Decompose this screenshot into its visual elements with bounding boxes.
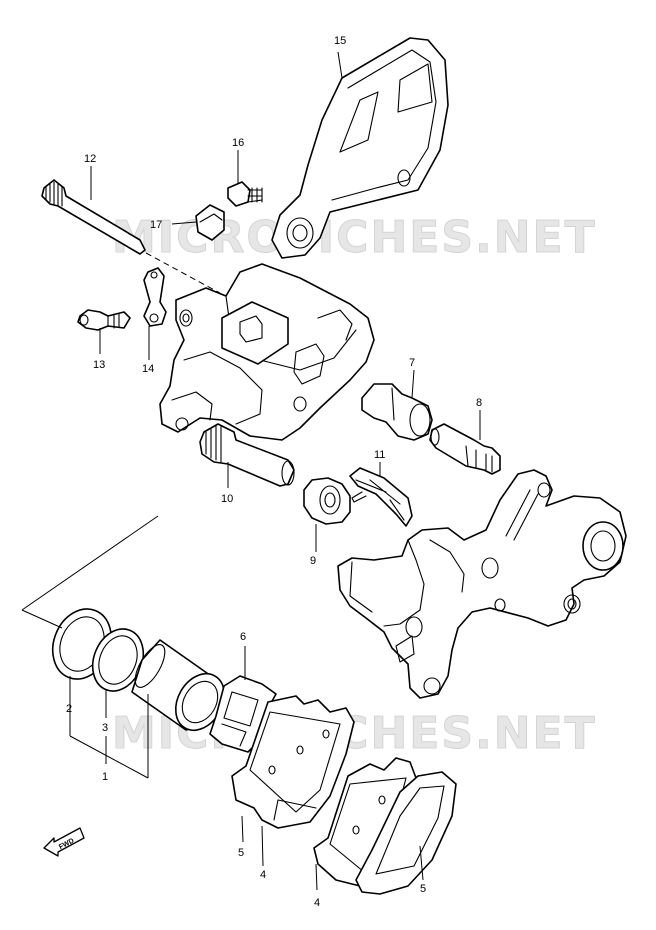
callout-14: 14 [142,363,154,375]
caliper-piston [131,639,226,732]
pad-spring-clip [143,267,167,327]
caliper-body [159,263,375,441]
callout-12: 12 [84,153,96,165]
caliper-bracket [337,469,627,699]
pad-retainer-spring [349,467,413,527]
callout-11: 11 [374,449,385,461]
callout-3: 3 [102,722,108,734]
callout-6: 6 [240,631,246,643]
callout-7: 7 [409,357,415,369]
callout-5-left: 5 [238,847,244,859]
sleeve-pin-bolt [429,423,501,475]
caliper-guard-plate [271,37,449,259]
bleeder-cap [195,204,225,241]
callout-16: 16 [232,137,244,149]
pad-backing-plate [355,771,457,895]
callout-1: 1 [102,771,108,783]
bleeder-bolt-small [227,181,263,207]
sleeve-boot [361,383,433,441]
watermark-top: MICROFICHES.NET [112,212,597,263]
pad-pin [41,179,146,255]
rubber-boot [303,477,351,525]
callout-15: 15 [334,35,346,47]
caliper-sleeve-pin [199,423,295,487]
fwd-arrow-icon: FWD [43,827,85,857]
callout-8: 8 [476,397,482,409]
leader-lines [21,51,481,891]
callout-9: 9 [310,555,316,567]
callout-4-lower: 4 [314,897,320,909]
callout-17: 17 [150,219,162,231]
callout-13: 13 [93,359,105,371]
bleeder-valve [77,309,131,331]
brake-pad-left [231,695,355,829]
callout-2: 2 [66,703,72,715]
callout-5-right: 5 [420,883,426,895]
callout-4-upper: 4 [260,869,266,881]
callout-10: 10 [221,493,233,505]
